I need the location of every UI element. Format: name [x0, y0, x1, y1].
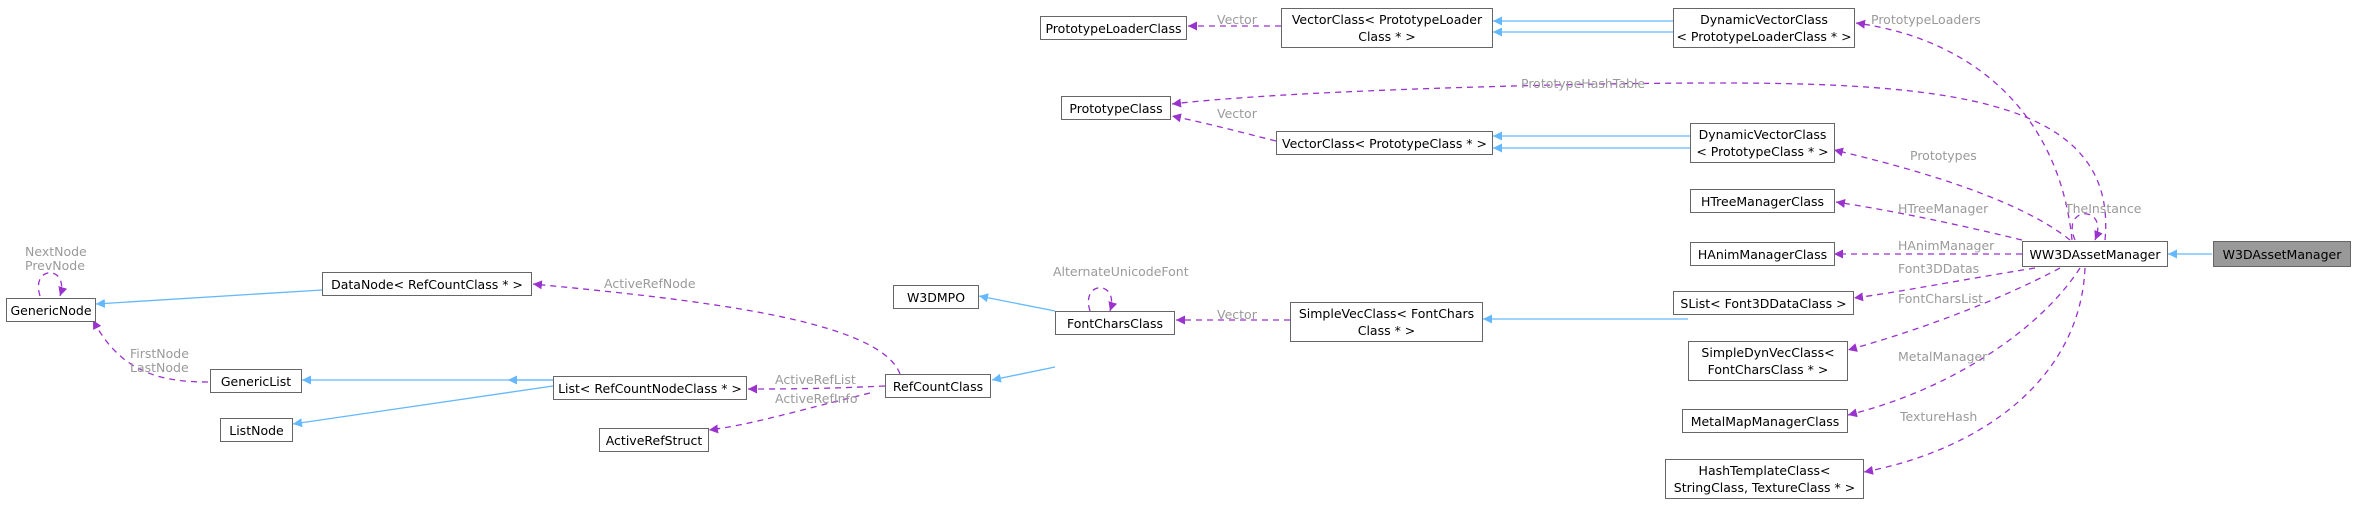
edge-texture-hash	[1863, 267, 2086, 475]
edge-label-active-ref-info: ActiveRefInfo	[775, 391, 858, 406]
edge-prototype-hash-table	[1171, 82, 2107, 241]
node-hanim-manager-class[interactable]: HAnimManagerClass	[1690, 242, 1835, 266]
edge-label-texture-hash: TextureHash	[1900, 409, 1978, 424]
node-label: W3DMPO	[906, 289, 966, 305]
node-vector-prototype-class[interactable]: VectorClass< PrototypeClass * >	[1276, 131, 1493, 155]
node-label-line-2: FontCharsClass * >	[1707, 362, 1829, 377]
edge-label-active-ref-list: ActiveRefList	[775, 372, 856, 387]
node-label: WW3DAssetManager	[2029, 246, 2161, 262]
node-simple-vec-fontchars[interactable]: SimpleVecClass< FontChars Class * >	[1290, 302, 1483, 342]
edge-label-the-instance: TheInstance	[2065, 201, 2142, 216]
node-font-chars-class[interactable]: FontCharsClass	[1055, 311, 1175, 335]
node-label: W3DAssetManager	[2222, 246, 2342, 262]
edge-prototype-loaders	[1855, 19, 2073, 241]
edge-label-font-chars-list: FontCharsList	[1898, 291, 1984, 306]
node-hash-template[interactable]: HashTemplateClass< StringClass, TextureC…	[1665, 459, 1864, 499]
edge-label-vector-3: Vector	[1217, 307, 1257, 322]
node-metal-map-manager[interactable]: MetalMapManagerClass	[1682, 409, 1848, 433]
edge-label-next-node: NextNode	[25, 244, 87, 259]
node-label: FontCharsClass	[1066, 315, 1164, 331]
edge-label-vector-2: Vector	[1217, 106, 1257, 121]
edge-label-active-ref-node: ActiveRefNode	[604, 276, 696, 291]
edge-active-ref-list	[747, 384, 886, 394]
node-label: ListNode	[229, 422, 284, 438]
edge-active-ref-info	[708, 392, 871, 434]
node-label-line-1: DynamicVectorClass	[1700, 12, 1828, 27]
node-vector-prototype-loader[interactable]: VectorClass< PrototypeLoader Class * >	[1281, 8, 1493, 48]
node-w3dmpo[interactable]: W3DMPO	[893, 285, 979, 309]
edge-next-prev-node	[37, 272, 68, 297]
edge-label-hanim-manager: HAnimManager	[1898, 238, 1995, 253]
node-label: MetalMapManagerClass	[1690, 413, 1840, 429]
node-ww3d-asset-manager[interactable]: WW3DAssetManager	[2022, 241, 2168, 267]
edge-label-prototype-loaders: PrototypeLoaders	[1871, 12, 1981, 27]
node-label: GenericNode	[10, 302, 92, 318]
node-simple-dynvec-fontchars[interactable]: SimpleDynVecClass< FontCharsClass * >	[1688, 341, 1848, 381]
node-label: VectorClass< PrototypeClass * >	[1281, 135, 1488, 151]
node-w3d-asset-manager[interactable]: W3DAssetManager	[2213, 241, 2351, 267]
edge-list-listnode	[292, 385, 554, 428]
node-slist-font3d[interactable]: SList< Font3DDataClass >	[1673, 291, 1854, 315]
node-generic-list[interactable]: GenericList	[210, 369, 302, 393]
node-label-line-2: Class * >	[1357, 323, 1416, 338]
edge-the-instance	[2071, 213, 2103, 241]
node-label: List< RefCountNodeClass * >	[558, 380, 742, 396]
edge-label-prototypes: Prototypes	[1910, 148, 1977, 163]
node-prototype-loader-class[interactable]: PrototypeLoaderClass	[1040, 16, 1187, 40]
node-label-line-1: VectorClass< PrototypeLoader	[1291, 12, 1483, 27]
edge-alternate-unicode-font	[1087, 287, 1118, 312]
edge-vector-prototype-class	[1171, 113, 1277, 142]
node-prototype-class[interactable]: PrototypeClass	[1061, 96, 1171, 120]
node-label: HAnimManagerClass	[1697, 246, 1828, 262]
node-dynvec-prototype-class[interactable]: DynamicVectorClass < PrototypeClass * >	[1690, 123, 1835, 163]
node-label-line-1: DynamicVectorClass	[1698, 127, 1827, 142]
edge-label-alternate-unicode-font: AlternateUnicodeFont	[1053, 264, 1189, 279]
node-label-line-2: < PrototypeLoaderClass * >	[1676, 29, 1852, 44]
edge-label-metal-manager: MetalManager	[1898, 349, 1988, 364]
edge-label-prototype-hash-table: PrototypeHashTable	[1521, 76, 1646, 91]
node-label: SList< Font3DDataClass >	[1680, 295, 1847, 311]
node-label-line-2: < PrototypeClass * >	[1696, 144, 1829, 159]
edge-active-ref-node	[532, 280, 901, 375]
node-label: ActiveRefStruct	[605, 432, 703, 448]
node-label: RefCountClass	[892, 378, 984, 394]
edge-label-font3d-datas: Font3DDatas	[1898, 261, 1980, 276]
edge-label-last-node: LastNode	[130, 360, 189, 375]
node-label-line-1: SimpleDynVecClass<	[1701, 345, 1835, 360]
node-generic-node[interactable]: GenericNode	[6, 298, 96, 322]
edge-label-first-node: FirstNode	[130, 346, 189, 361]
node-label: PrototypeClass	[1069, 100, 1163, 116]
edge-font-chars-list	[1847, 267, 2061, 352]
node-dynvec-prototype-loader[interactable]: DynamicVectorClass < PrototypeLoaderClas…	[1673, 8, 1855, 48]
node-label-line-1: SimpleVecClass< FontChars	[1298, 306, 1475, 321]
node-label: DataNode< RefCountClass * >	[331, 276, 523, 292]
node-htree-manager-class[interactable]: HTreeManagerClass	[1690, 189, 1835, 213]
node-ref-count-class[interactable]: RefCountClass	[885, 374, 991, 398]
edge-first-last-node	[92, 319, 209, 383]
edge-font3d-datas	[1853, 267, 2036, 302]
node-data-node[interactable]: DataNode< RefCountClass * >	[322, 272, 532, 296]
node-active-ref-struct[interactable]: ActiveRefStruct	[599, 428, 709, 452]
node-label: PrototypeLoaderClass	[1045, 20, 1182, 36]
edge-fontchars-w3dmpo	[978, 293, 1056, 312]
node-label: GenericList	[220, 373, 292, 389]
node-label-line-2: StringClass, TextureClass * >	[1673, 480, 1856, 495]
edge-refcount-fontchars	[991, 366, 1056, 383]
edge-prototypes	[1833, 147, 2071, 241]
edge-datanode-genericnode	[95, 289, 323, 308]
node-label-line-1: HashTemplateClass<	[1698, 463, 1831, 478]
node-label-line-2: Class * >	[1358, 29, 1416, 44]
node-list-node[interactable]: ListNode	[220, 418, 293, 442]
node-list-ref-count-node[interactable]: List< RefCountNodeClass * >	[553, 376, 747, 400]
edge-htree-manager	[1835, 198, 2023, 241]
node-label: HTreeManagerClass	[1700, 193, 1825, 209]
edge-label-vector-1: Vector	[1217, 12, 1257, 27]
edge-label-htree-manager: HTreeManager	[1898, 201, 1989, 216]
edge-label-prev-node: PrevNode	[25, 258, 85, 273]
